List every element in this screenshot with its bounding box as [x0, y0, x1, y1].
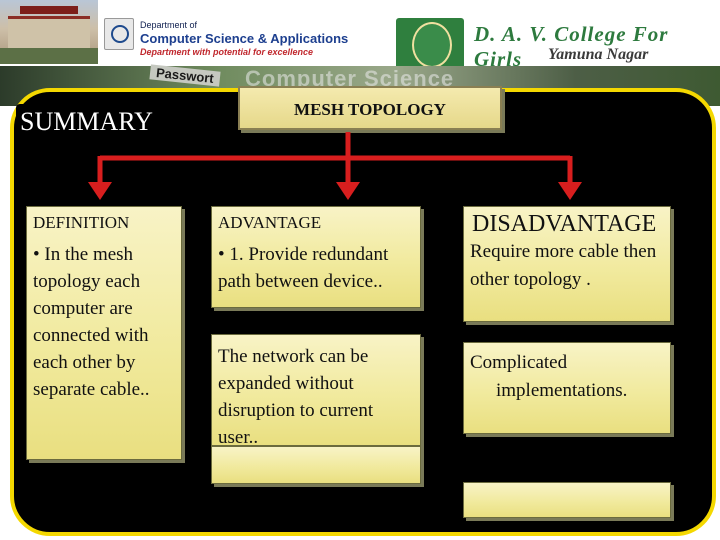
college-name-line-2: Yamuna Nagar [548, 46, 648, 64]
disadvantage-point-2-box: Complicated implementations. [463, 342, 671, 434]
advantage-point-2: The network can be expanded without disr… [212, 335, 420, 451]
definition-box: DEFINITION • In the mesh topology each c… [26, 206, 182, 460]
summary-label: SUMMARY [16, 104, 174, 140]
disadvantage-point-1: Require more cable then other topology . [464, 238, 670, 294]
advantage-header: ADVANTAGE [212, 207, 420, 233]
disadvantage-box: DISADVANTAGE Require more cable then oth… [463, 206, 671, 322]
advantage-point-1: • 1. Provide redundant path between devi… [212, 233, 420, 295]
department-title: Department of Computer Science & Applica… [140, 20, 400, 58]
dept-line-2: Computer Science & Applications [140, 31, 400, 46]
college-building-photo [0, 0, 98, 64]
advantage-empty-box [211, 446, 421, 484]
header-banner: Department of Computer Science & Applica… [0, 0, 720, 70]
department-logo-icon [104, 18, 134, 50]
college-name: D. A. V. College For Girls Yamuna Nagar [468, 20, 718, 72]
definition-text: • In the mesh topology each computer are… [27, 233, 181, 403]
disadvantage-point-2-line-2: implementations. [470, 377, 664, 405]
college-emblem-icon [396, 18, 464, 70]
disadvantage-point-2: Complicated implementations. [464, 343, 670, 405]
disadvantage-point-2-line-1: Complicated [470, 352, 567, 373]
dept-tagline: Department with potential for excellence [140, 46, 400, 58]
dept-line-1: Department of [140, 20, 400, 31]
advantage-box: ADVANTAGE • 1. Provide redundant path be… [211, 206, 421, 308]
advantage-point-2-box: The network can be expanded without disr… [211, 334, 421, 446]
topology-title-box: MESH TOPOLOGY [238, 86, 502, 130]
disadvantage-header: DISADVANTAGE [464, 207, 670, 238]
password-key-text: Passwort [149, 64, 220, 86]
disadvantage-empty-box [463, 482, 671, 518]
definition-header: DEFINITION [27, 207, 181, 233]
